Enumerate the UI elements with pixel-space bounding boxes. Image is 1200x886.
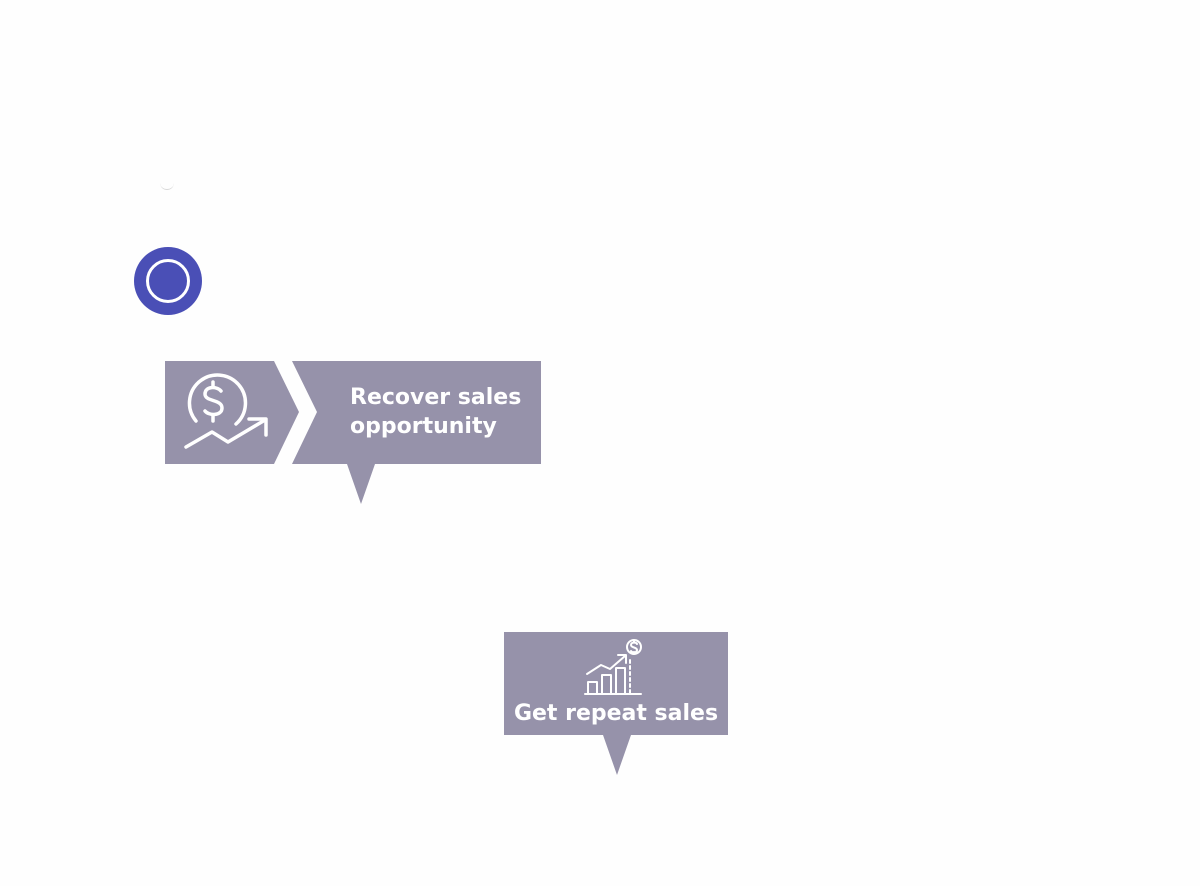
callout-2-box xyxy=(504,632,728,775)
callout-1-icon-box xyxy=(165,361,299,464)
callout-1-label-line1: Recover sales xyxy=(350,385,522,410)
callout-1-label-line2: opportunity xyxy=(350,414,497,439)
radio-ring xyxy=(146,259,190,303)
callout-2-label: Get repeat sales xyxy=(513,701,719,726)
faint-arc-mark xyxy=(160,182,174,190)
radio-selected-icon[interactable] xyxy=(134,247,202,315)
callout-1-label: Recover sales opportunity xyxy=(350,383,535,441)
bar-chart-growth-icon xyxy=(584,639,642,695)
callout-1-label-box xyxy=(292,361,541,504)
dollar-growth-icon xyxy=(184,373,268,449)
